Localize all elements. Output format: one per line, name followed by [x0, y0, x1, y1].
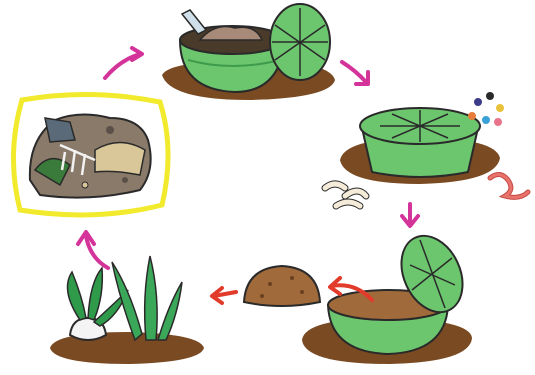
worm-icon [490, 174, 528, 197]
arrow-compost-to-plants [212, 288, 236, 303]
arrow-bin-to-decompose [342, 62, 368, 84]
compost-mound-icon [244, 266, 320, 306]
compost-bin-open-icon [180, 4, 330, 92]
stage-food-waste [13, 94, 168, 215]
arrow-waste-to-bin [105, 48, 142, 78]
vegetables-icon [68, 256, 183, 340]
stage-grow [50, 256, 204, 364]
stage-fill-bin [162, 4, 335, 100]
arrow-decompose-to-harvest [402, 204, 418, 226]
larvae-icon [325, 184, 366, 206]
arrow-plants-to-waste [78, 232, 108, 268]
food-waste-pile-icon [30, 114, 151, 197]
stage-decompose [325, 92, 528, 206]
compost-bin-closed-icon [360, 108, 480, 177]
stage-harvest [302, 226, 474, 364]
stage-compost [244, 266, 320, 306]
